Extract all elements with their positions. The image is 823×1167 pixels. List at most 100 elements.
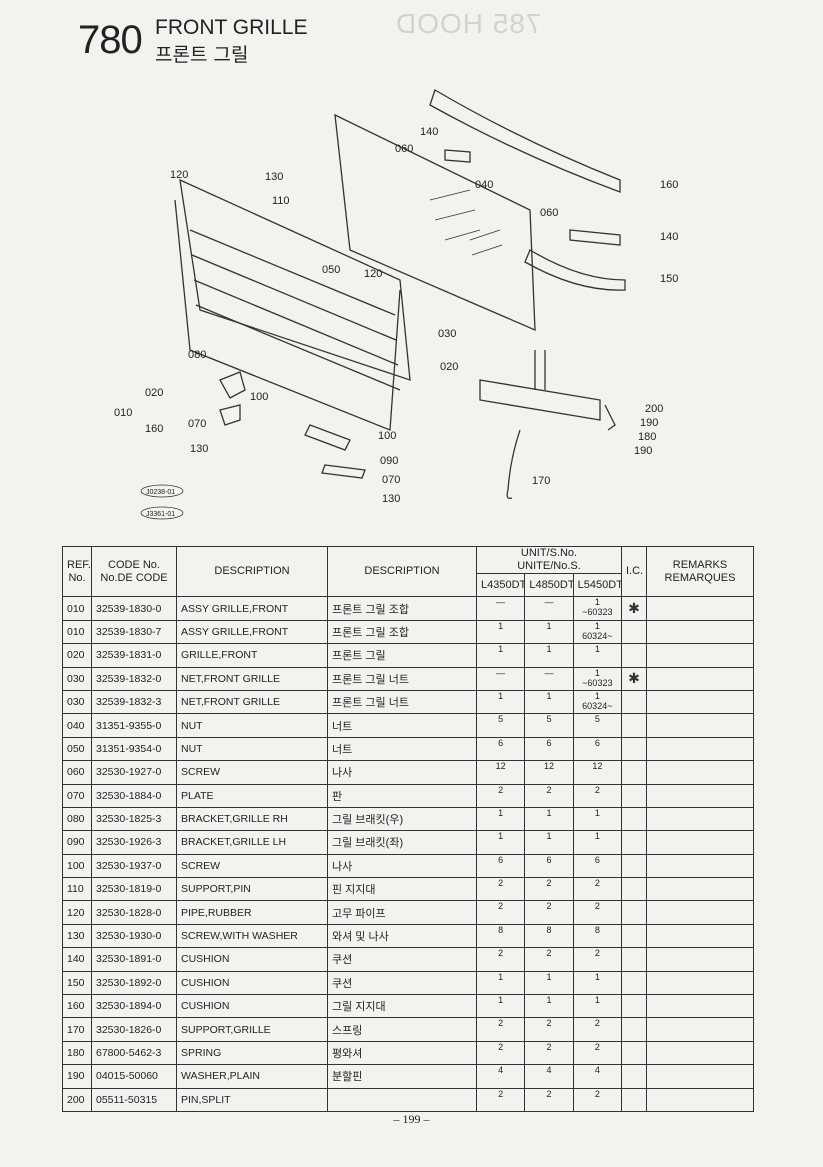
cell-ic: ✱ bbox=[621, 596, 647, 621]
exploded-parts-diagram: 140 060 120 130 110 040 060 160 140 050 … bbox=[114, 89, 678, 520]
cell-ic bbox=[621, 806, 647, 832]
cell-ref: 140 bbox=[62, 947, 92, 972]
page-code: 780 bbox=[78, 18, 143, 62]
cell-description-ko: 고무 파이프 bbox=[327, 900, 477, 925]
cell-ic bbox=[621, 923, 647, 949]
cell-code: 32530-1884-0 bbox=[91, 783, 177, 808]
cell-description-ko: 너트 bbox=[327, 713, 477, 738]
cell-qty-l5450dt: 2 bbox=[572, 900, 623, 925]
cell-description: ASSY GRILLE,FRONT bbox=[176, 596, 328, 621]
cell-description-ko: 너트 bbox=[327, 736, 477, 762]
svg-text:130: 130 bbox=[265, 171, 283, 183]
cell-code: 32539-1832-0 bbox=[91, 666, 177, 691]
cell-qty-l5450dt: 6 bbox=[572, 853, 623, 879]
cell-qty-l4350dt: 1 bbox=[475, 689, 526, 715]
cell-remarks bbox=[646, 736, 754, 762]
cell-code: 32530-1828-0 bbox=[91, 900, 177, 925]
cell-ref: 180 bbox=[62, 1040, 92, 1066]
cell-description-ko: 그릴 지지대 bbox=[327, 994, 477, 1019]
cell-qty-l5450dt: 1 60324~ bbox=[572, 689, 623, 715]
cell-ic bbox=[621, 713, 647, 738]
cell-qty-l4350dt: 1 bbox=[475, 830, 526, 855]
cell-qty-l4850dt: 1 bbox=[524, 806, 574, 832]
cell-qty-l4850dt: 1 bbox=[524, 689, 574, 715]
cell-description: NET,FRONT GRILLE bbox=[176, 666, 328, 691]
cell-code: 32530-1826-0 bbox=[91, 1017, 177, 1042]
svg-text:070: 070 bbox=[382, 474, 400, 486]
svg-text:200: 200 bbox=[645, 403, 663, 415]
cell-ic bbox=[621, 1064, 647, 1089]
cell-ic bbox=[621, 736, 647, 762]
cell-qty-l4850dt: 12 bbox=[524, 760, 574, 785]
cell-qty-l5450dt: 1 ~60323 bbox=[572, 666, 623, 691]
cell-code: 32539-1831-0 bbox=[91, 643, 177, 668]
cell-ic bbox=[621, 830, 647, 855]
col-remarks: REMARKS REMARQUES bbox=[646, 545, 754, 598]
cell-qty-l5450dt: 12 bbox=[572, 760, 623, 785]
cell-description: CUSHION bbox=[176, 970, 328, 996]
cell-code: 31351-9354-0 bbox=[91, 736, 177, 762]
col-model-2: L4850DT bbox=[524, 572, 574, 598]
cell-qty-l5450dt: 1 bbox=[572, 643, 623, 668]
cell-ref: 010 bbox=[62, 596, 92, 621]
col-description-ko: DESCRIPTION bbox=[327, 545, 477, 598]
cell-qty-l4850dt: 2 bbox=[524, 947, 574, 972]
cell-description: NUT bbox=[176, 736, 328, 762]
cell-ic bbox=[621, 1087, 647, 1112]
cell-description: NET,FRONT GRILLE bbox=[176, 689, 328, 715]
cell-description-ko: 프론트 그릴 조합 bbox=[327, 619, 477, 645]
cell-ref: 110 bbox=[62, 877, 92, 902]
cell-code: 32530-1937-0 bbox=[91, 853, 177, 879]
cell-qty-l4350dt: 1 bbox=[475, 970, 526, 996]
svg-text:160: 160 bbox=[660, 179, 678, 191]
cell-description-ko: 프론트 그릴 너트 bbox=[327, 666, 477, 691]
cell-description: CUSHION bbox=[176, 947, 328, 972]
cell-remarks bbox=[646, 1087, 754, 1112]
cell-description-ko: 쿠션 bbox=[327, 947, 477, 972]
cell-remarks bbox=[646, 830, 754, 855]
cell-ref: 190 bbox=[62, 1064, 92, 1089]
svg-text:100: 100 bbox=[378, 430, 396, 442]
cell-description: SUPPORT,PIN bbox=[176, 877, 328, 902]
cell-ic bbox=[621, 1017, 647, 1042]
cell-ic bbox=[621, 877, 647, 902]
col-unit: UNIT/S.No. UNITE/No.S. bbox=[476, 546, 622, 574]
cell-qty-l4350dt: 2 bbox=[475, 783, 526, 808]
cell-qty-l4350dt: 1 bbox=[475, 619, 526, 645]
col-model-3: L5450DT bbox=[572, 572, 623, 598]
cell-remarks bbox=[646, 853, 754, 879]
svg-text:190: 190 bbox=[634, 445, 652, 457]
cell-ic bbox=[621, 900, 647, 925]
cell-ref: 170 bbox=[62, 1017, 92, 1042]
svg-text:J0238-01: J0238-01 bbox=[146, 489, 175, 496]
bleed-through-text: 785 HOOD bbox=[395, 8, 542, 39]
cell-remarks bbox=[646, 994, 754, 1019]
cell-description-ko: 분할핀 bbox=[327, 1064, 477, 1089]
cell-ref: 200 bbox=[62, 1087, 92, 1112]
cell-ref: 100 bbox=[62, 853, 92, 879]
cell-ic bbox=[621, 643, 647, 668]
cell-ref: 150 bbox=[62, 970, 92, 996]
cell-remarks bbox=[646, 900, 754, 925]
cell-ref: 130 bbox=[62, 923, 92, 949]
cell-qty-l4350dt: 1 bbox=[475, 994, 526, 1019]
cell-qty-l5450dt: 1 bbox=[572, 970, 623, 996]
cell-ic bbox=[621, 1040, 647, 1066]
cell-code: 31351-9355-0 bbox=[91, 713, 177, 738]
svg-text:070: 070 bbox=[188, 418, 206, 430]
cell-ic bbox=[621, 689, 647, 715]
cell-ic bbox=[621, 947, 647, 972]
cell-code: 32530-1894-0 bbox=[91, 994, 177, 1019]
parts-table: REF. No. CODE No. No.DE CODE DESCRIPTION… bbox=[62, 545, 754, 1112]
cell-ic bbox=[621, 994, 647, 1019]
cell-code: 32530-1819-0 bbox=[91, 877, 177, 902]
cell-qty-l4350dt: 4 bbox=[475, 1064, 526, 1089]
cell-qty-l5450dt: 2 bbox=[572, 947, 623, 972]
